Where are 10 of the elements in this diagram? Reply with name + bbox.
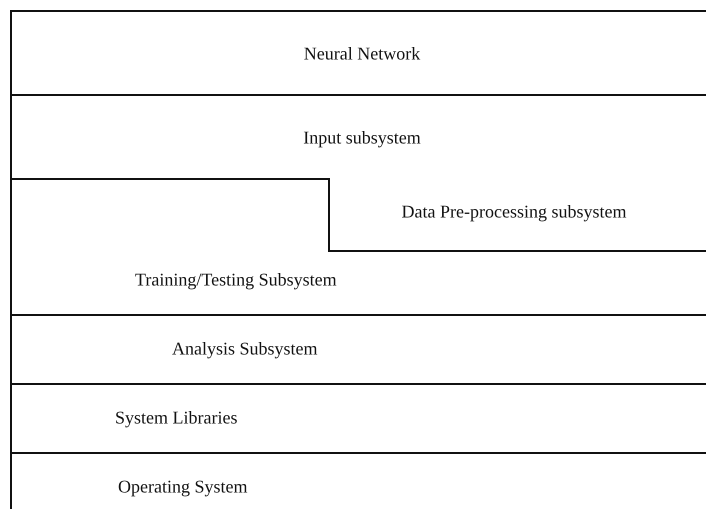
layer-box bbox=[328, 178, 706, 252]
layer-label: Data Pre-processing subsystem bbox=[402, 202, 626, 222]
layer-label: Neural Network bbox=[304, 44, 420, 64]
layer-label: Analysis Subsystem bbox=[172, 338, 318, 360]
layer-label: Input subsystem bbox=[303, 128, 421, 148]
layer-label: System Libraries bbox=[115, 408, 238, 428]
layer-label: Training/Testing Subsystem bbox=[135, 270, 337, 290]
layer-band bbox=[10, 10, 706, 96]
layer-label: Operating System bbox=[118, 476, 248, 498]
layer-band bbox=[10, 178, 706, 316]
